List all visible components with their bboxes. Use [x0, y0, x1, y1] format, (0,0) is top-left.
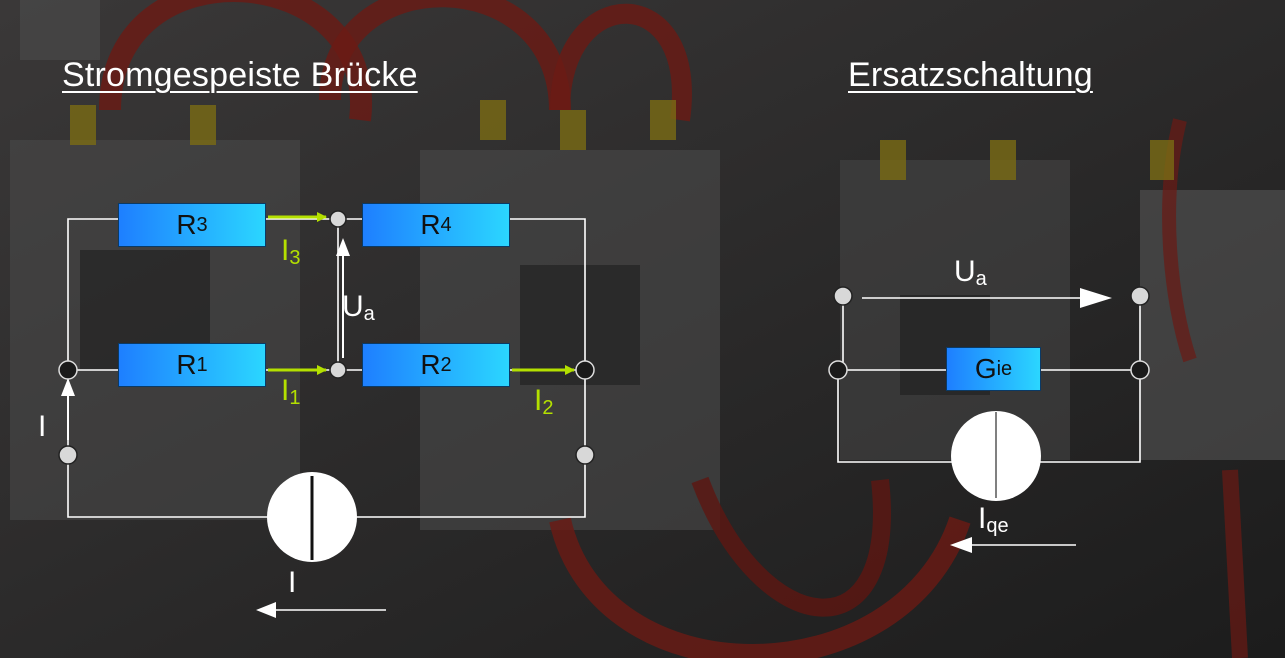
i1-sub: 1 — [289, 387, 301, 409]
r2-main: R — [420, 349, 441, 380]
current-source-bridge — [267, 472, 357, 562]
current-source-equivalent — [951, 411, 1041, 501]
label-i-left: I — [38, 410, 47, 443]
r3-main: R — [176, 209, 197, 240]
title-bridge: Stromgespeiste Brücke — [62, 56, 418, 94]
i-arrow-bottom — [256, 602, 386, 618]
iqe-arrow — [950, 537, 1076, 553]
i2-main: I — [534, 384, 543, 417]
ua-eq-main: U — [954, 255, 976, 288]
r4-main: R — [420, 209, 441, 240]
r1-sub: 1 — [196, 353, 208, 376]
gie-main: G — [974, 353, 997, 384]
gie-sub: ie — [996, 357, 1013, 380]
iqe-sub: qe — [986, 515, 1009, 537]
equivalent-nodes — [828, 286, 1150, 380]
r1-main: R — [176, 349, 197, 380]
i3-main: I — [281, 234, 290, 267]
bridge-nodes — [58, 210, 595, 465]
title-equivalent-circuit: Ersatzschaltung — [848, 56, 1093, 94]
i3-sub: 3 — [289, 247, 301, 269]
label-i2: I2 — [534, 384, 553, 420]
ua-eq-sub: a — [975, 268, 987, 290]
ua-arrow-bridge — [336, 238, 350, 358]
i-arrow-left — [61, 378, 75, 440]
label-ua-equivalent: Ua — [954, 255, 987, 291]
label-i-bottom: I — [288, 566, 297, 599]
label-i3: I3 — [281, 234, 300, 270]
label-i1: I1 — [281, 374, 300, 410]
i2-sub: 2 — [542, 397, 554, 419]
ua-main: U — [342, 290, 364, 323]
r4-sub: 4 — [440, 213, 452, 236]
iqe-main: I — [978, 502, 987, 535]
ua-arrow-equivalent — [862, 288, 1112, 308]
ua-sub: a — [363, 303, 375, 325]
current-arrows — [268, 212, 575, 375]
label-ua-bridge: Ua — [342, 290, 375, 326]
label-iqe: Iqe — [978, 502, 1009, 538]
r3-sub: 3 — [196, 213, 208, 236]
r2-sub: 2 — [440, 353, 452, 376]
i1-main: I — [281, 374, 290, 407]
